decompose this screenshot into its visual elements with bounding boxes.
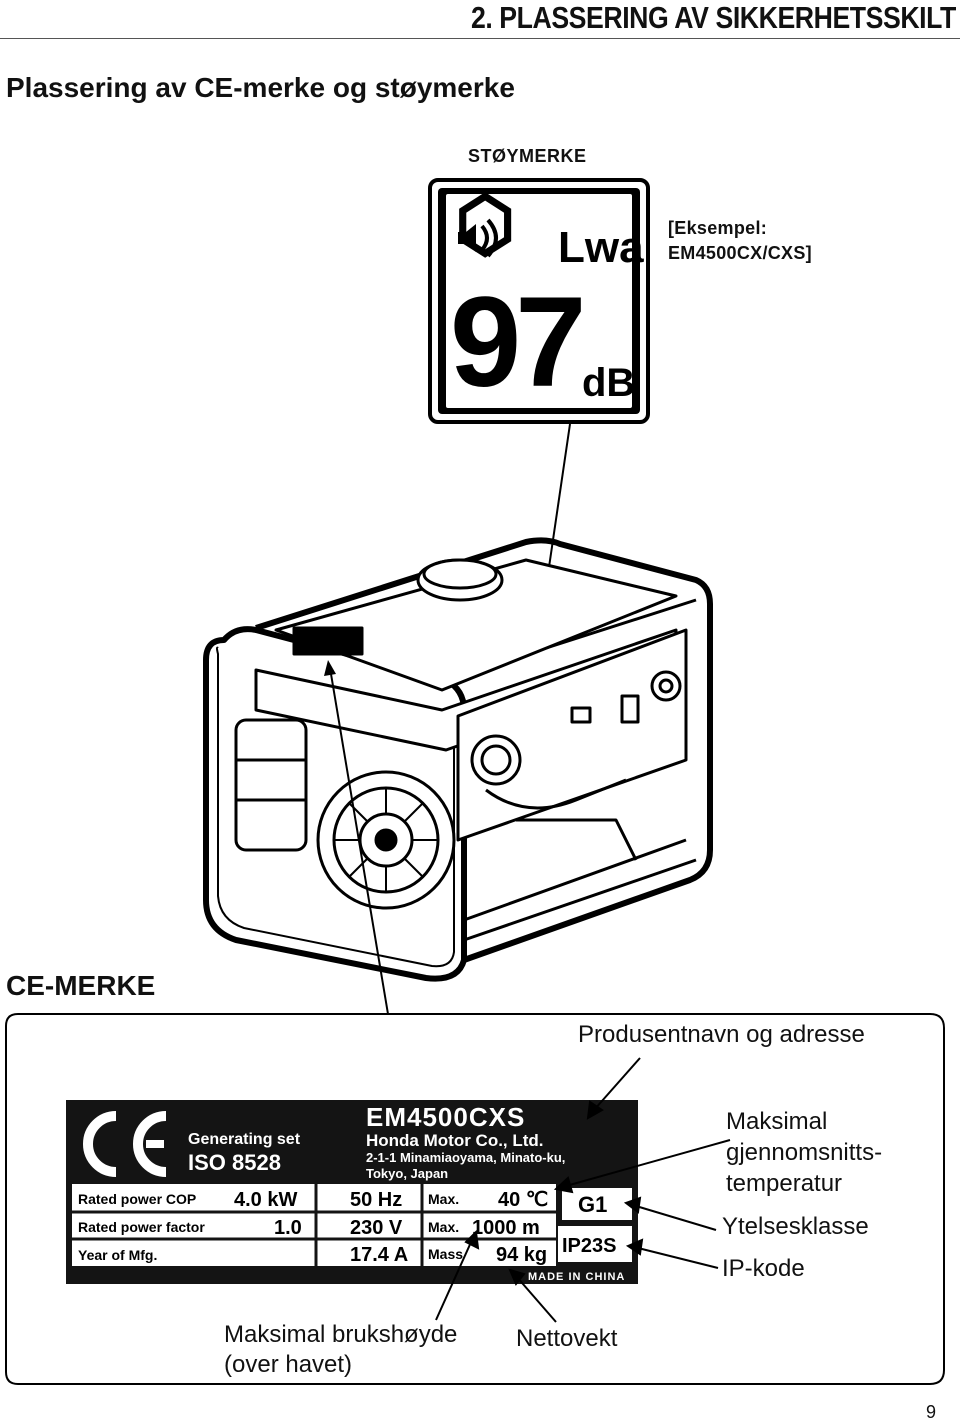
callout-max-temperature-line-1: Maksimal	[726, 1108, 828, 1135]
made-in-text: MADE IN CHINA	[528, 1271, 625, 1283]
address-line-2: Tokyo, Japan	[366, 1166, 448, 1181]
row-1-temperature: 40 ℃	[498, 1189, 548, 1211]
ip-badge: IP23S	[562, 1235, 616, 1257]
ce-mark	[83, 1111, 167, 1177]
row-3-label: Year of Mfg.	[78, 1247, 157, 1263]
noise-value: 97	[450, 271, 581, 414]
row-3-weight: 94 kg	[496, 1244, 547, 1266]
page-header-title: 2. PLASSERING AV SIKKERHETSSKILT	[471, 0, 956, 35]
speaker-icon	[458, 192, 512, 258]
generating-set-text: Generating set	[188, 1131, 301, 1148]
lwa-symbol: Lwa	[558, 223, 644, 272]
row-2-altitude: 1000 m	[472, 1217, 540, 1239]
callout-max-altitude-line-1: Maksimal brukshøyde	[224, 1321, 458, 1348]
row-1-max: Max.	[428, 1191, 459, 1207]
class-badge: G1	[578, 1192, 607, 1217]
row-2-value: 1.0	[274, 1217, 302, 1239]
row-1-frequency: 50 Hz	[350, 1189, 402, 1211]
row-1-value: 4.0 kW	[234, 1189, 297, 1211]
example-note: [Eksempel: EM4500CX/CXS]	[668, 216, 812, 266]
generator-illustration	[203, 537, 713, 982]
page-number: 9	[925, 1402, 936, 1422]
example-line-2: EM4500CX/CXS]	[668, 243, 812, 263]
header-divider	[0, 38, 960, 39]
callout-max-altitude: Maksimal brukshøyde (over havet)	[224, 1320, 457, 1380]
row-3-mass: Mass	[428, 1246, 463, 1262]
ce-section-title: CE-MERKE	[6, 970, 156, 1001]
row-2-voltage: 230 V	[350, 1217, 403, 1239]
noise-unit: dB	[582, 361, 635, 405]
address-line-1: 2-1-1 Minamiaoyama, Minato-ku,	[366, 1150, 565, 1165]
row-1-label: Rated power COP	[78, 1191, 196, 1207]
row-3-current: 17.4 A	[350, 1244, 408, 1266]
callout-max-altitude-line-2: (over havet)	[224, 1351, 353, 1378]
callout-max-temperature: Maksimal gjennomsnitts- temperatur	[726, 1106, 882, 1199]
row-2-label: Rated power factor	[78, 1219, 205, 1235]
callout-max-temperature-line-3: temperatur	[726, 1170, 843, 1197]
callout-ip-code: IP-kode	[722, 1255, 805, 1282]
ce-rating-plate: Generating set ISO 8528 EM4500CXS Honda …	[66, 1100, 638, 1284]
model-text: EM4500CXS	[366, 1102, 525, 1132]
callout-performance-class: Ytelsesklasse	[722, 1213, 869, 1240]
noise-label-sign: Lwa 97 dB	[428, 178, 650, 424]
row-2-max: Max.	[428, 1219, 459, 1235]
callout-manufacturer: Produsentnavn og adresse	[578, 1021, 865, 1048]
maker-text: Honda Motor Co., Ltd.	[366, 1131, 544, 1150]
iso-text: ISO 8528	[188, 1150, 281, 1175]
noise-label-title: STØYMERKE	[468, 146, 587, 166]
example-line-1: [Eksempel:	[668, 218, 768, 238]
callout-net-weight: Nettovekt	[516, 1325, 618, 1352]
callout-max-temperature-line-2: gjennomsnitts-	[726, 1139, 883, 1166]
section-title: Plassering av CE-merke og støymerke	[6, 72, 515, 103]
